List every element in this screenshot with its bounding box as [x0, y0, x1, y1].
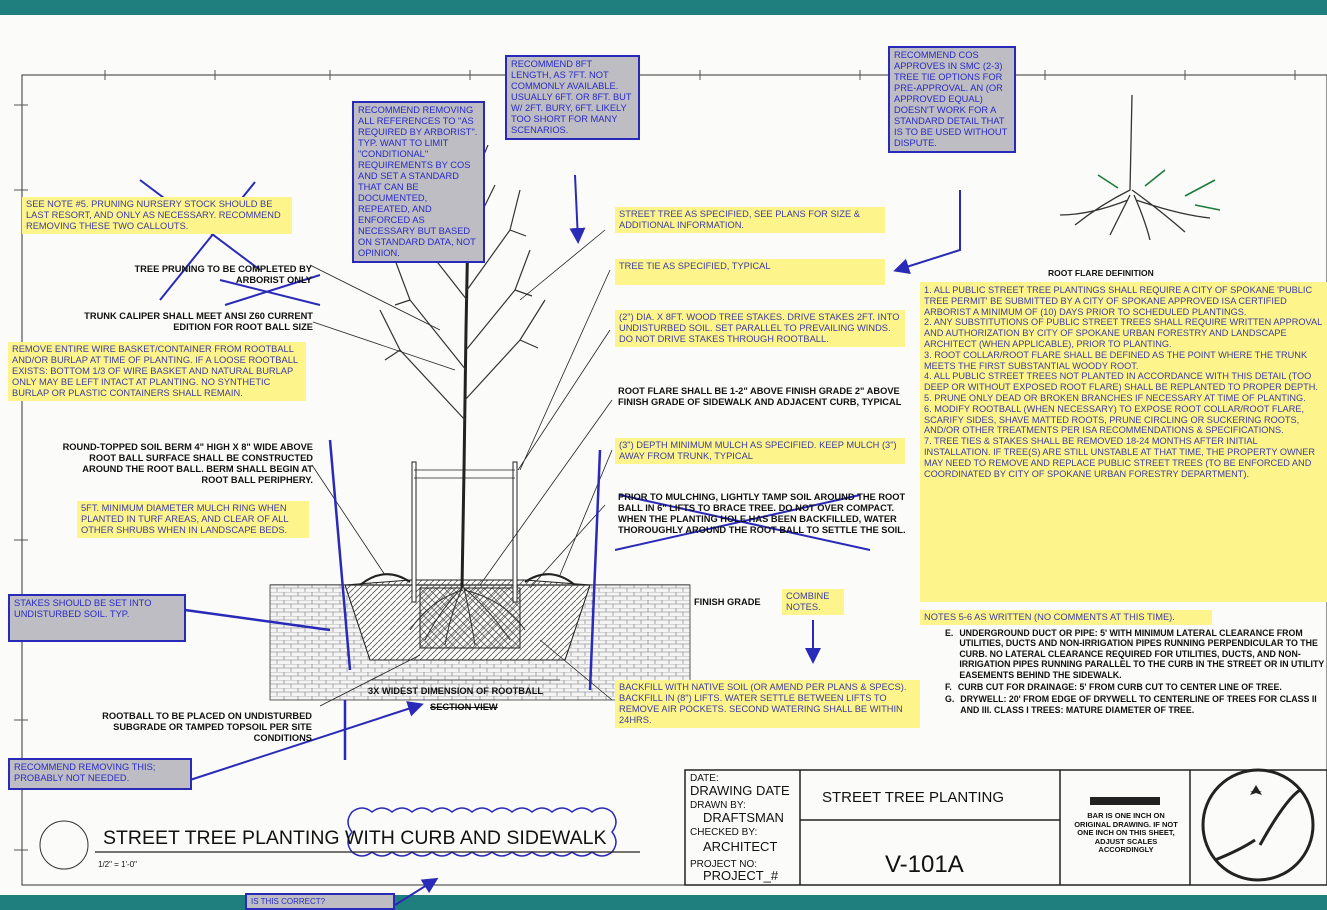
checked-value: ARCHITECT: [703, 839, 778, 854]
utility-note-f: f.CURB CUT FOR DRAINAGE: 5' FROM CURB CU…: [945, 682, 1282, 693]
section-view-label: SECTION VIEW: [430, 702, 498, 712]
tree-tie-comment: RECOMMEND COS APPROVES IN SMC (2-3) TREE…: [888, 46, 1016, 153]
main-title: STREET TREE PLANTING WITH CURB AND SIDEW…: [103, 827, 607, 849]
backfill-note: BACKFILL WITH NATIVE SOIL (OR AMEND PER …: [615, 680, 920, 728]
root-flare-definition-label: ROOT FLARE DEFINITION: [1048, 268, 1154, 278]
checked-label: CHECKED BY:: [690, 827, 758, 838]
markup-arrows: [189, 174, 961, 906]
wire-basket-note: REMOVE ENTIRE WIRE BASKET/CONTAINER FROM…: [8, 342, 306, 401]
note-7: 7. TREE TIES & STAKES SHALL BE REMOVED 1…: [924, 436, 1316, 479]
date-label: DATE:: [690, 773, 719, 784]
wood-stakes-note: (2") DIA. X 8FT. WOOD TREE STAKES. DRIVE…: [615, 310, 905, 347]
combine-notes-comment: COMBINE NOTES.: [782, 589, 844, 615]
pruning-note: SEE NOTE #5. PRUNING NURSERY STOCK SHOUL…: [22, 197, 292, 234]
note-3: 3. ROOT COLLAR/ROOT FLARE SHALL BE DEFIN…: [924, 349, 1308, 371]
is-correct-comment: IS THIS CORRECT?: [245, 893, 395, 910]
scale-label: 1/2" = 1'-0": [98, 860, 138, 869]
leader-lines: [309, 229, 613, 707]
soil-berm: [359, 573, 576, 586]
note-1: 1. ALL PUBLIC STREET TREE PLANTINGS SHAL…: [924, 285, 1313, 317]
project-label: PROJECT NO:: [690, 859, 758, 870]
sheet-title: STREET TREE PLANTING: [822, 789, 1004, 806]
scale-bar: [1090, 797, 1160, 805]
arborist-comment: RECOMMEND REMOVING ALL REFERENCES TO "AS…: [352, 101, 485, 263]
sheet-number: V-101A: [885, 851, 964, 878]
mulch-depth-note: (3") DEPTH MINIMUM MULCH AS SPECIFIED. K…: [615, 438, 905, 464]
drawn-value: DRAFTSMAN: [703, 810, 784, 825]
utility-notes: e.UNDERGROUND DUCT OR PIPE: 5' WITH MINI…: [945, 628, 1325, 715]
trunk-caliper-callout: TRUNK CALIPER SHALL MEET ANSI Z60 CURREN…: [84, 311, 313, 332]
tree-pruning-callout: TREE PRUNING TO BE COMPLETED BY ARBORIST…: [134, 264, 312, 285]
widest-dimension-label: 3X WIDEST DIMENSION OF ROOTBALL: [368, 686, 544, 696]
numbered-notes: 1. ALL PUBLIC STREET TREE PLANTINGS SHAL…: [920, 282, 1327, 602]
root-flare-callout: ROOT FLARE SHALL BE 1-2" ABOVE FINISH GR…: [618, 386, 902, 407]
note-2: 2. ANY SUBSTITUTIONS OF PUBLIC STREET TR…: [924, 317, 1322, 349]
stake-right: [512, 461, 518, 603]
sheet-border: [21, 74, 1327, 886]
title-block-frame: [684, 769, 1327, 886]
street-tree-note: STREET TREE AS SPECIFIED, SEE PLANS FOR …: [615, 207, 885, 233]
tree-roots: [409, 587, 526, 646]
markup-brackets: [184, 439, 602, 760]
root-flare-sketch: [1059, 94, 1211, 241]
stake-length-comment: RECOMMEND 8FT LENGTH, AS 7FT. NOT COMMON…: [505, 55, 640, 140]
finish-grade-label: FINISH GRADE: [694, 597, 761, 607]
stakes-set-comment: STAKES SHOULD BE SET INTO UNDISTURBED SO…: [8, 594, 186, 642]
notes-5-6-comment: NOTES 5-6 AS WRITTEN (NO COMMENTS AT THI…: [920, 610, 1212, 625]
utility-note-g: g.DRYWELL: 20' FROM EDGE OF DRYWELL TO C…: [945, 694, 1317, 715]
drawn-label: DRAWN BY:: [690, 800, 746, 811]
date-value: DRAWING DATE: [690, 783, 790, 798]
detail-bubble: [39, 820, 89, 870]
stake-left: [411, 461, 417, 603]
note-6: 6. MODIFY ROOTBALL (WHEN NECESSARY) TO E…: [924, 403, 1305, 436]
tree-tie-note: TREE TIE AS SPECIFIED, TYPICAL: [615, 259, 885, 285]
remove-this-comment: RECOMMEND REMOVING THIS; PROBABLY NOT NE…: [8, 758, 192, 790]
scale-bar-note: BAR IS ONE INCH ON ORIGINAL DRAWING. IF …: [1074, 811, 1178, 854]
project-value: PROJECT_#: [703, 868, 779, 883]
soil-berm-callout: ROUND-TOPPED SOIL BERM 4" HIGH X 8" WIDE…: [62, 442, 313, 485]
note-4: 4. ALL PUBLIC STREET TREES NOT PLANTED I…: [924, 371, 1318, 393]
root-flare-arrows: [1097, 169, 1221, 211]
top-band: [0, 0, 1327, 15]
logo-circle: [1201, 768, 1315, 882]
mulch-ring-note: 5FT. MINIMUM DIAMETER MULCH RING WHEN PL…: [77, 501, 309, 538]
utility-note-e: e.UNDERGROUND DUCT OR PIPE: 5' WITH MINI…: [945, 628, 1325, 680]
prior-mulching-callout: PRIOR TO MULCHING, LIGHTLY TAMP SOIL ARO…: [618, 492, 906, 535]
rootball-placed-callout: ROOTBALL TO BE PLACED ON UNDISTURBED SUB…: [102, 711, 312, 743]
note-5: 5. PRUNE ONLY DEAD OR BROKEN BRANCHES IF…: [924, 392, 1306, 403]
